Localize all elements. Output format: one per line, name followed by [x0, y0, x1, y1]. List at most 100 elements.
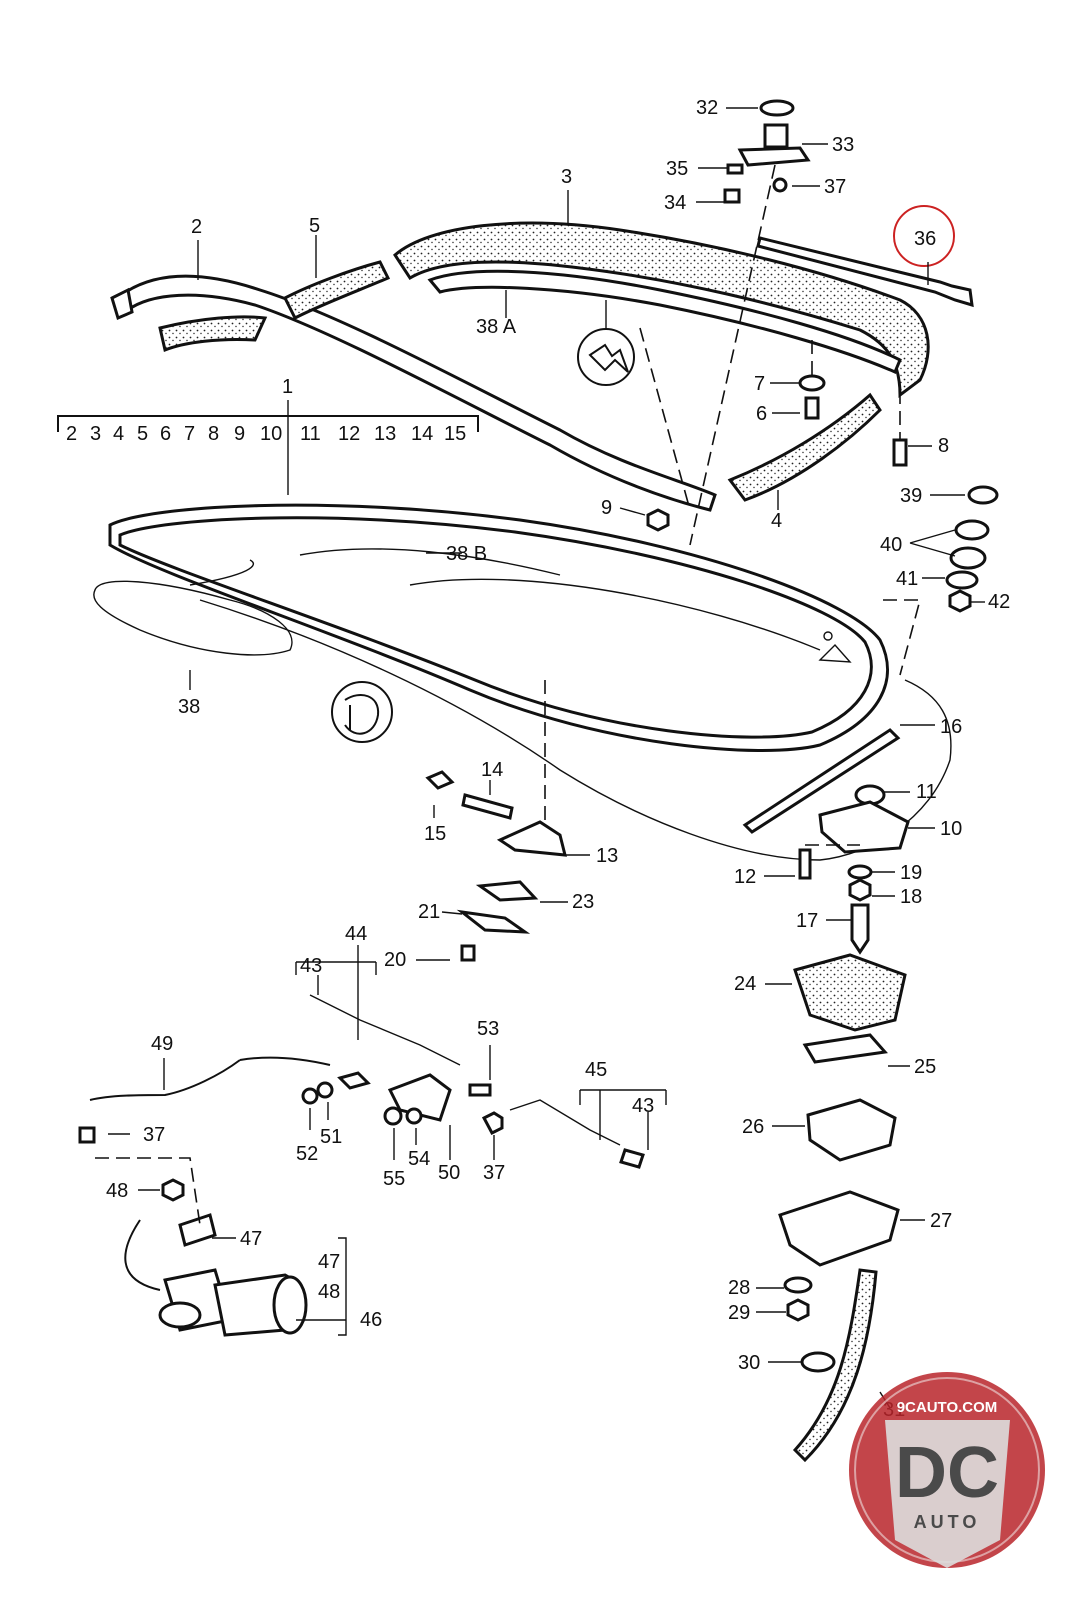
label-21: 21	[418, 901, 440, 923]
label-9: 9	[601, 497, 612, 519]
latch-26	[806, 1098, 897, 1162]
label-52: 52	[296, 1143, 318, 1165]
grommet-30	[800, 1351, 836, 1373]
label-5: 5	[309, 215, 320, 237]
label-54: 54	[408, 1148, 430, 1170]
label-3: 3	[561, 166, 572, 188]
label-17: 17	[796, 910, 818, 932]
label-37-bottom: 37	[483, 1162, 505, 1184]
label-7: 7	[754, 373, 765, 395]
label-29: 29	[728, 1302, 750, 1324]
part-labels: 1 2 3 4 5 6 7 8 9 10 11 12 13 14 15 16 1…	[106, 97, 1010, 1421]
dc-auto-watermark: 9CAUTO.COM DC AUTO	[849, 1372, 1045, 1568]
label-42: 42	[988, 591, 1010, 613]
label-55: 55	[383, 1168, 405, 1190]
seal-2	[112, 274, 717, 512]
seal-38	[93, 580, 293, 656]
label-36: 36	[914, 228, 936, 250]
dash-7	[95, 1157, 201, 1226]
index-scale: 2 3 4 5 6 7 8 9 10 11 12 13 14 15	[57, 415, 479, 445]
label-32: 32	[696, 97, 718, 119]
label-38b: 38 B	[446, 543, 487, 565]
label-48-nut: 48	[106, 1180, 128, 1202]
dash-1	[689, 164, 776, 546]
symbol-glyph-2	[344, 694, 380, 735]
label-25: 25	[914, 1056, 936, 1078]
label-43-right: 43	[632, 1095, 654, 1117]
engine-lid	[108, 503, 952, 861]
label-46: 46	[360, 1309, 382, 1331]
label-33: 33	[832, 134, 854, 156]
label-48-group: 48	[318, 1281, 340, 1303]
index-12: 12	[338, 423, 360, 445]
index-13: 13	[374, 423, 396, 445]
label-13: 13	[596, 845, 618, 867]
label-15: 15	[424, 823, 446, 845]
block-24	[793, 953, 907, 1032]
label-14: 14	[481, 759, 503, 781]
symbol-circle-2	[331, 681, 393, 743]
label-26: 26	[742, 1116, 764, 1138]
watermark-word: AUTO	[914, 1512, 981, 1532]
index-2: 2	[66, 423, 77, 445]
index-8: 8	[208, 423, 219, 445]
label-24: 24	[734, 973, 756, 995]
cable-assembly	[78, 994, 645, 1247]
label-10: 10	[940, 818, 962, 840]
motor-46	[124, 1219, 308, 1337]
label-45: 45	[585, 1059, 607, 1081]
nut-29	[786, 1298, 810, 1322]
symbol-circle-1	[577, 328, 635, 386]
label-37-left: 37	[143, 1124, 165, 1146]
clip-2	[110, 287, 134, 321]
foam-seal-3	[393, 221, 930, 398]
hardware-right	[646, 374, 999, 613]
index-7: 7	[184, 423, 195, 445]
label-38: 38	[178, 696, 200, 718]
washer-28	[783, 1276, 813, 1294]
hose-31	[792, 1268, 878, 1463]
label-23: 23	[572, 891, 594, 913]
foam-seal-5	[282, 260, 391, 321]
bracket-25	[802, 1033, 888, 1064]
label-51: 51	[320, 1126, 342, 1148]
rod-36	[756, 236, 974, 308]
label-1: 1	[282, 376, 293, 398]
index-14: 14	[411, 423, 433, 445]
label-20: 20	[384, 949, 406, 971]
label-11: 11	[916, 781, 937, 803]
label-2: 2	[191, 216, 202, 238]
label-8: 8	[938, 435, 949, 457]
label-43-left: 43	[300, 955, 322, 977]
label-40: 40	[880, 534, 902, 556]
index-5: 5	[137, 423, 148, 445]
foam-seal-4	[727, 392, 882, 502]
index-15: 15	[444, 423, 466, 445]
index-10: 10	[260, 423, 282, 445]
label-44: 44	[345, 923, 367, 945]
label-18: 18	[900, 886, 922, 908]
label-37-top: 37	[824, 176, 846, 198]
label-28: 28	[728, 1277, 750, 1299]
label-30: 30	[738, 1352, 760, 1374]
index-3: 3	[90, 423, 101, 445]
bracket-27	[778, 1190, 900, 1267]
hinge-top	[723, 99, 811, 204]
highlight-circle-36	[893, 205, 955, 267]
watermark-site: 9CAUTO.COM	[897, 1399, 998, 1416]
label-53: 53	[477, 1018, 499, 1040]
hinge-lower	[425, 770, 567, 962]
label-16: 16	[940, 716, 962, 738]
label-34: 34	[664, 192, 686, 214]
label-38a: 38 A	[476, 316, 517, 338]
index-4: 4	[113, 423, 124, 445]
label-12: 12	[734, 866, 756, 888]
dash-5	[883, 599, 922, 676]
leader-lines	[108, 107, 985, 1409]
label-50: 50	[438, 1162, 460, 1184]
index-11: 11	[300, 423, 321, 445]
label-27: 27	[930, 1210, 952, 1232]
index-9: 9	[234, 423, 245, 445]
symbol-glyph-1	[588, 343, 629, 373]
